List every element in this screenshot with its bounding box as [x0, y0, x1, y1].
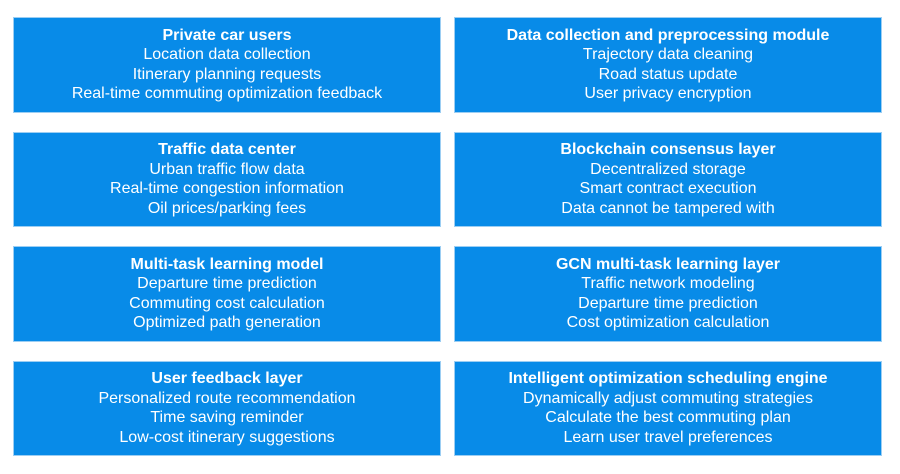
- box-item: Itinerary planning requests: [132, 65, 322, 83]
- box-data-collection-preprocessing: Data collection and preprocessing module…: [454, 17, 882, 113]
- box-item: User privacy encryption: [584, 85, 752, 103]
- box-item: Smart contract execution: [579, 180, 757, 198]
- box-title: Multi-task learning model: [130, 255, 324, 273]
- box-title: Traffic data center: [158, 141, 296, 159]
- box-title: Blockchain consensus layer: [560, 141, 776, 159]
- box-blockchain-consensus-layer: Blockchain consensus layer Decentralized…: [454, 131, 882, 227]
- box-item: Trajectory data cleaning: [582, 46, 754, 64]
- box-title: Private car users: [162, 26, 292, 44]
- module-grid: Private car users Location data collecti…: [13, 17, 882, 456]
- box-item: Road status update: [598, 65, 738, 83]
- box-item: Decentralized storage: [590, 160, 746, 178]
- box-item: Low-cost itinerary suggestions: [119, 428, 335, 446]
- box-item: Traffic network modeling: [581, 275, 755, 293]
- box-item: Location data collection: [143, 46, 311, 64]
- box-item: Oil prices/parking fees: [147, 199, 307, 217]
- box-item: Cost optimization calculation: [566, 314, 770, 332]
- box-title: Data collection and preprocessing module: [506, 26, 830, 44]
- box-user-feedback-layer: User feedback layer Personalized route r…: [13, 360, 441, 456]
- box-item: Commuting cost calculation: [129, 294, 325, 312]
- box-title: User feedback layer: [151, 370, 303, 388]
- box-intelligent-optimization-scheduling-engine: Intelligent optimization scheduling engi…: [454, 360, 882, 456]
- box-item: Time saving reminder: [150, 409, 304, 427]
- box-private-car-users: Private car users Location data collecti…: [13, 17, 441, 113]
- box-item: Departure time prediction: [578, 294, 758, 312]
- box-item: Urban traffic flow data: [149, 160, 305, 178]
- box-item: Data cannot be tampered with: [561, 199, 775, 217]
- box-item: Calculate the best commuting plan: [545, 409, 791, 427]
- box-item: Real-time congestion information: [110, 180, 344, 198]
- box-item: Learn user travel preferences: [563, 428, 773, 446]
- box-item: Optimized path generation: [133, 314, 321, 332]
- box-item: Real-time commuting optimization feedbac…: [71, 85, 383, 103]
- box-item: Personalized route recommendation: [98, 389, 356, 407]
- box-multi-task-learning-model: Multi-task learning model Departure time…: [13, 246, 441, 342]
- box-item: Dynamically adjust commuting strategies: [523, 389, 813, 407]
- box-traffic-data-center: Traffic data center Urban traffic flow d…: [13, 131, 441, 227]
- box-title: GCN multi-task learning layer: [555, 255, 781, 273]
- box-title: Intelligent optimization scheduling engi…: [508, 370, 828, 388]
- box-item: Departure time prediction: [137, 275, 317, 293]
- box-gcn-multi-task-learning-layer: GCN multi-task learning layer Traffic ne…: [454, 246, 882, 342]
